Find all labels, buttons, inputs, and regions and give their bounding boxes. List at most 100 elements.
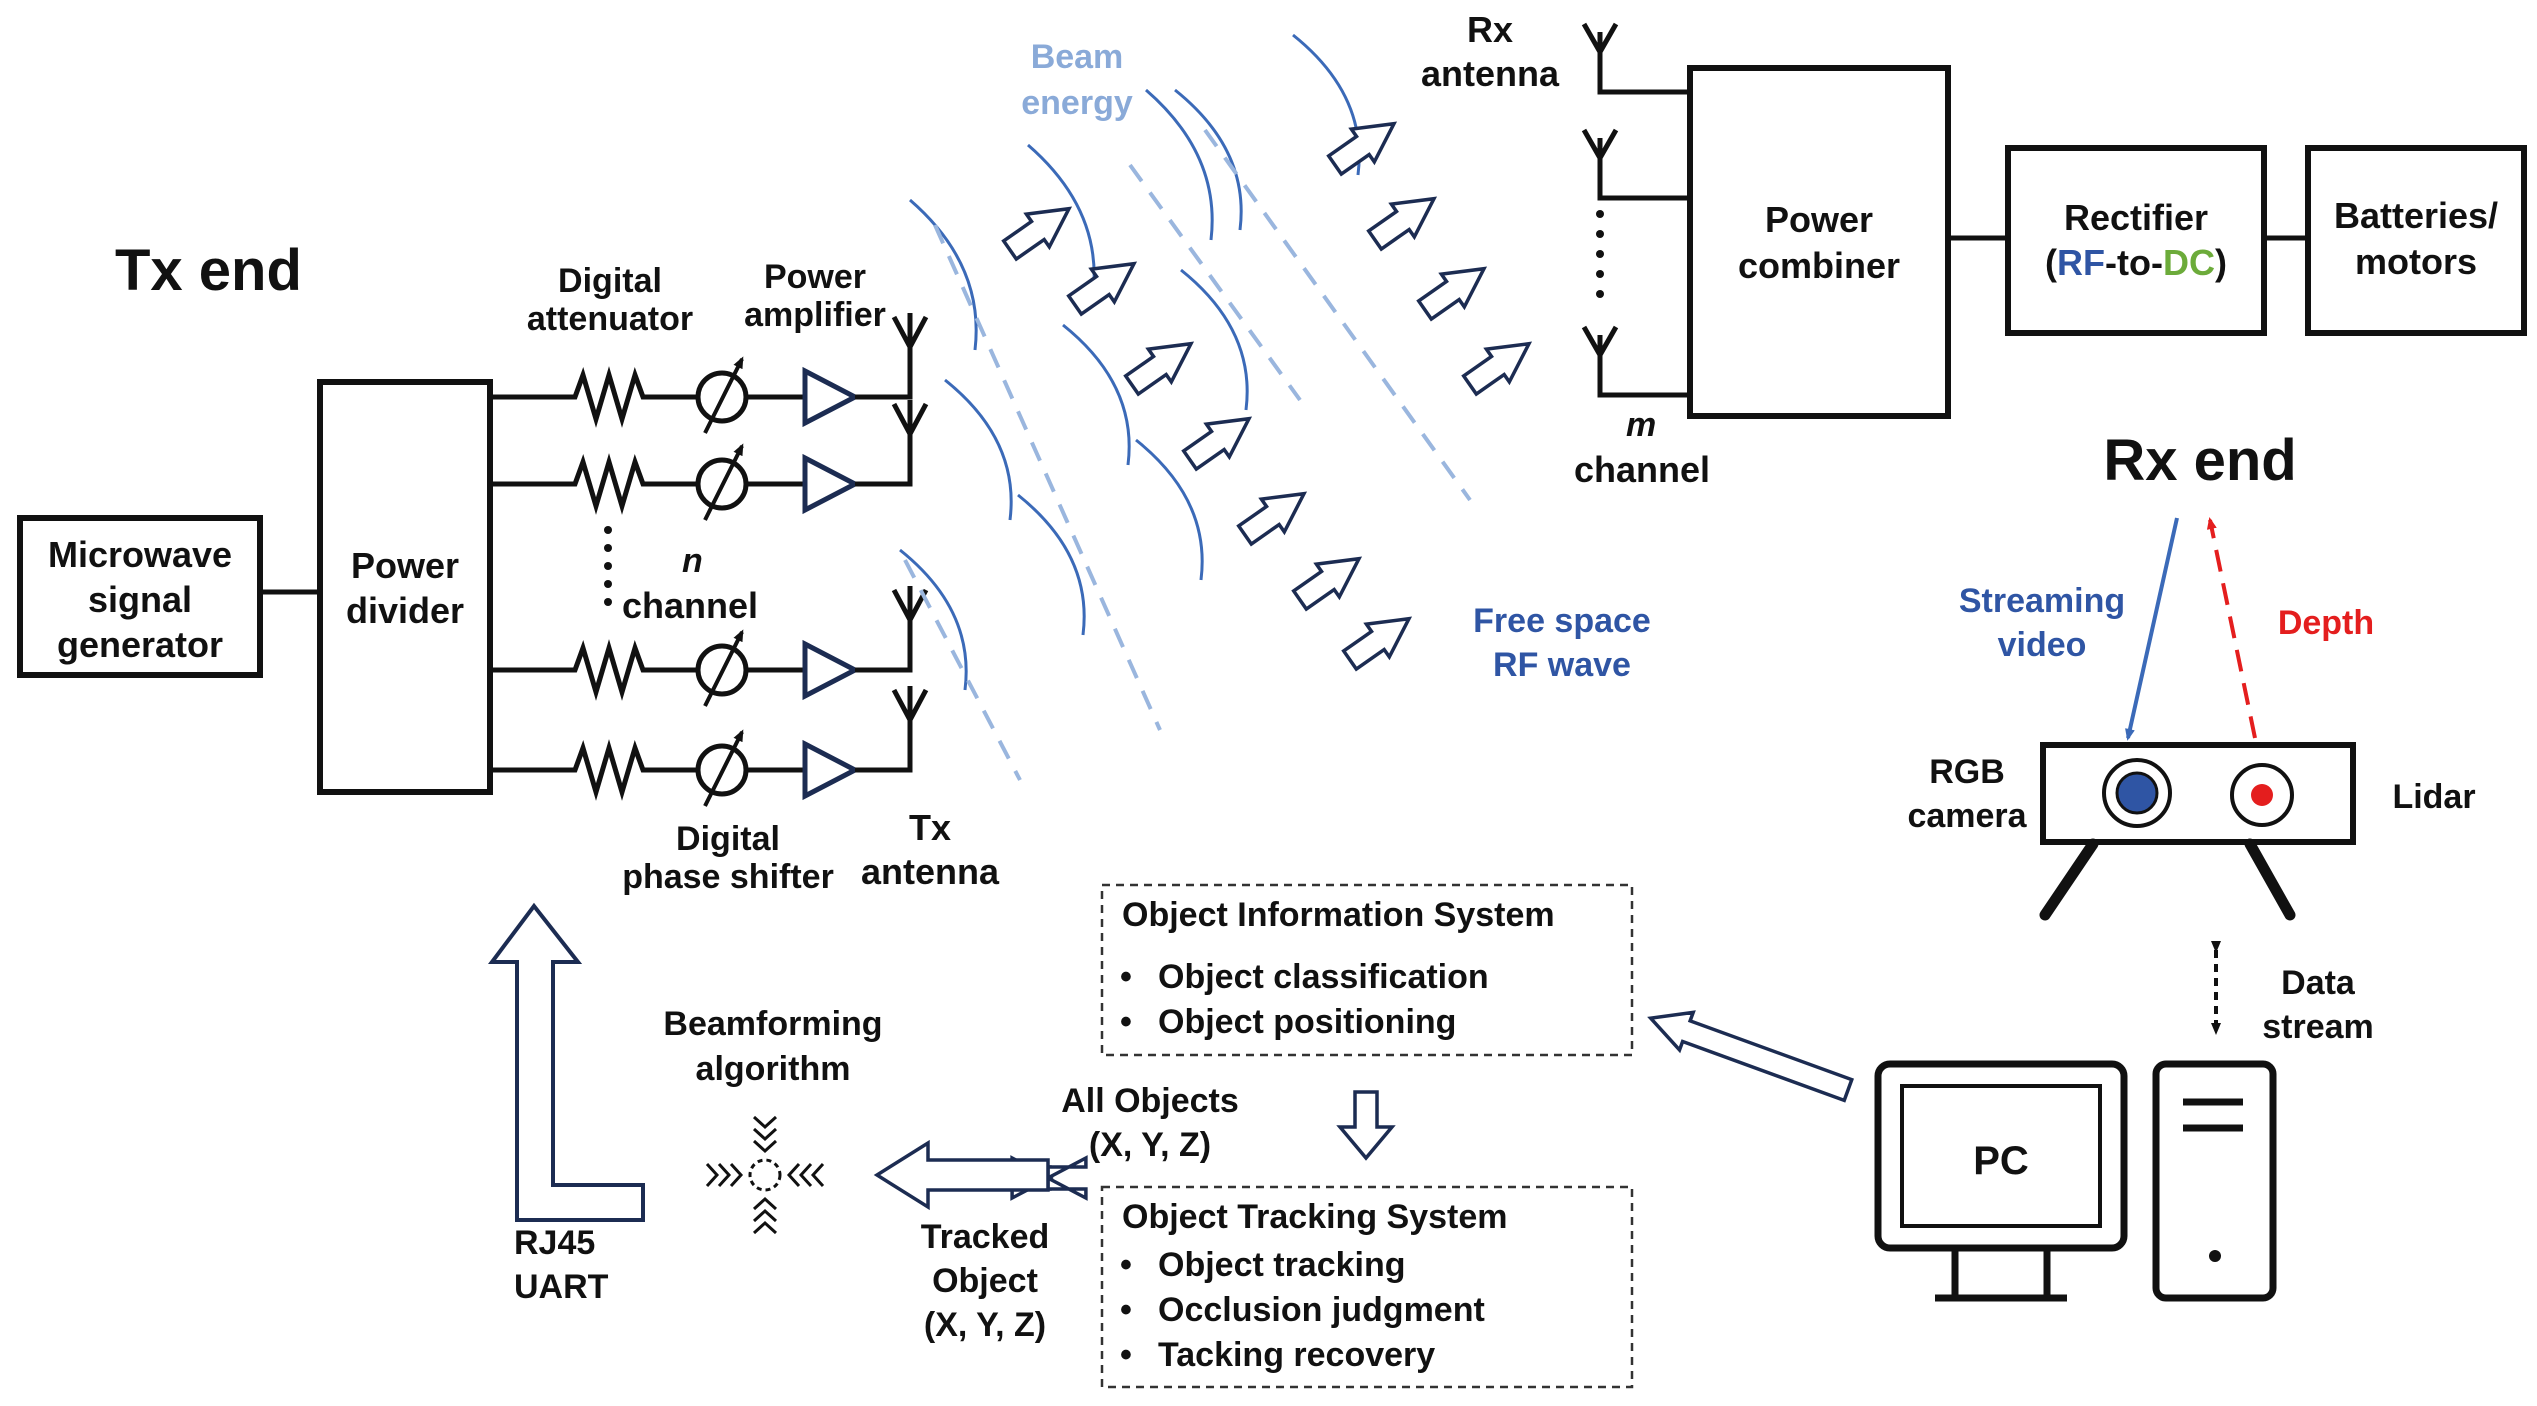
tx-channel-2 <box>490 400 929 521</box>
tx-antenna-feed <box>855 700 913 773</box>
depth-label: Depth <box>2278 604 2374 642</box>
ots-bullet-1: • <box>1120 1246 1132 1284</box>
rj45-uart-up-arrow <box>488 902 645 1222</box>
all-objects-down-arrow <box>1336 1090 1396 1161</box>
ois-bullet-1: • <box>1120 958 1132 996</box>
object-tracking-system-box <box>1100 1185 1634 1389</box>
ots-item-occlusion: Occlusion judgment <box>1158 1291 1485 1329</box>
rx-antenna-feed <box>1597 32 1690 95</box>
power-amplifier-icon <box>802 453 861 515</box>
rf-to-dc-label: (RF-to-DC) <box>2045 242 2227 283</box>
hollow-arrows <box>488 121 1855 1222</box>
power-combiner-box <box>1687 65 1951 419</box>
beam-chevron-icon <box>798 1162 813 1188</box>
tracked-to-beamforming-arrow <box>873 1139 1050 1211</box>
far-arc-1 <box>1174 88 1243 231</box>
free-space-label-line2: RF wave <box>1493 646 1631 684</box>
propagation-arrow-9 <box>1366 196 1438 252</box>
amplifier-label-line2: amplifier <box>744 296 886 334</box>
rf-open-paren: ( <box>2045 242 2057 283</box>
beam-chevron-icon <box>752 1196 778 1211</box>
ots-bullet-3: • <box>1120 1336 1132 1374</box>
tx-antenna-feed <box>855 414 913 487</box>
beam-chevron-icon <box>752 1208 778 1223</box>
rgb-label-line2: camera <box>1907 797 2027 835</box>
beam-chevron-icon <box>752 1115 778 1130</box>
data-stream-label-line2: stream <box>2262 1008 2374 1046</box>
rx-end-title: Rx end <box>2103 428 2296 493</box>
tx-antenna-label-line1: Tx <box>909 807 951 848</box>
middle-arc-1 <box>944 378 1013 521</box>
streaming-label-line2: video <box>1998 626 2087 664</box>
beam-chevron-icon <box>752 1139 778 1154</box>
beam-dashed-line-1 <box>933 224 1162 731</box>
object-information-system-box <box>1100 883 1634 1057</box>
propagation-arrow-10 <box>1416 266 1488 322</box>
propagation-arrow-3 <box>1123 341 1195 397</box>
phase-shifter-label-line2: phase shifter <box>622 858 834 896</box>
attenuator-resistor-icon <box>490 453 698 515</box>
ots-item-tracking: Object tracking <box>1158 1246 1406 1284</box>
streaming-label-line1: Streaming <box>1959 582 2125 620</box>
beam-chevron-icon <box>786 1162 801 1188</box>
beam-energy-label-line2: energy <box>1021 84 1133 122</box>
rx-antenna-array <box>1581 22 1690 398</box>
rgb-lens-core-icon <box>2115 771 2159 815</box>
data-stream-label-line1: Data <box>2281 964 2356 1002</box>
beamforming-label-line2: algorithm <box>696 1050 851 1088</box>
rectifier-label: Rectifier <box>2064 197 2208 238</box>
tx-channel-label: channel <box>622 585 758 626</box>
tx-end-title: Tx end <box>115 238 302 303</box>
phase-shifter-arrow-icon <box>703 729 744 807</box>
propagation-arrow-4 <box>1181 416 1253 472</box>
n-label: n <box>682 542 703 580</box>
tx-antenna-icon <box>891 313 929 349</box>
propagation-arrow-7 <box>1341 616 1413 672</box>
rx-antenna-1 <box>1581 22 1690 95</box>
streaming-video-arrow <box>2125 517 2179 741</box>
rectifier-box <box>2005 145 2267 336</box>
attenuator-resistor-icon <box>490 366 698 428</box>
rx-antenna-feed <box>1597 335 1690 398</box>
power-divider-box <box>317 379 493 795</box>
dc-close-paren: ) <box>2215 242 2227 283</box>
upper-arc-1 <box>909 198 978 351</box>
rx-antenna-feed <box>1597 138 1690 201</box>
combiner-label-line1: Power <box>1765 199 1873 240</box>
ots-title: Object Tracking System <box>1122 1198 1508 1236</box>
tx-antenna-icon <box>891 686 929 722</box>
phase-shifter-arrow-icon <box>703 629 744 707</box>
beamforming-label-line1: Beamforming <box>663 1005 882 1043</box>
rx-antenna-icon <box>1581 325 1619 357</box>
channel-ellipsis <box>604 526 612 606</box>
propagation-arrow-11 <box>1461 341 1533 397</box>
lower-arc-1 <box>899 548 968 691</box>
beam-chevron-icon <box>752 1127 778 1142</box>
tx-antenna-feed <box>855 327 913 400</box>
batteries-motors-box <box>2305 145 2527 336</box>
generator-label-line1: Microwave <box>48 534 232 575</box>
tx-antenna-feed <box>855 600 913 673</box>
all-objects-label-line1: All Objects <box>1061 1082 1239 1120</box>
depth-arrow <box>2206 517 2257 739</box>
divider-label-line2: divider <box>346 590 464 631</box>
generator-label-line2: signal <box>88 579 192 620</box>
camera-leg-right <box>2244 838 2296 921</box>
propagation-arrow-2 <box>1066 261 1138 317</box>
rf-text: RF <box>2057 242 2105 283</box>
propagation-arrow-5 <box>1236 491 1308 547</box>
rx-antenna-3 <box>1581 325 1690 398</box>
power-amplifier-icon <box>802 639 861 701</box>
generator-label-line3: generator <box>57 624 223 665</box>
free-space-waves <box>899 33 1472 781</box>
ois-title: Object Information System <box>1122 896 1555 934</box>
rx-antenna-2 <box>1581 128 1690 201</box>
propagation-arrow-1 <box>1001 206 1073 262</box>
tx-antenna-icon <box>891 400 929 436</box>
tracked-label-line3: (X, Y, Z) <box>924 1306 1046 1344</box>
middle-arc-3 <box>1180 268 1249 411</box>
beam-chevron-icon <box>705 1162 720 1188</box>
propagation-arrow-6 <box>1291 556 1363 612</box>
free-space-label-line1: Free space <box>1473 602 1651 640</box>
rj45-label: RJ45 <box>514 1224 595 1262</box>
